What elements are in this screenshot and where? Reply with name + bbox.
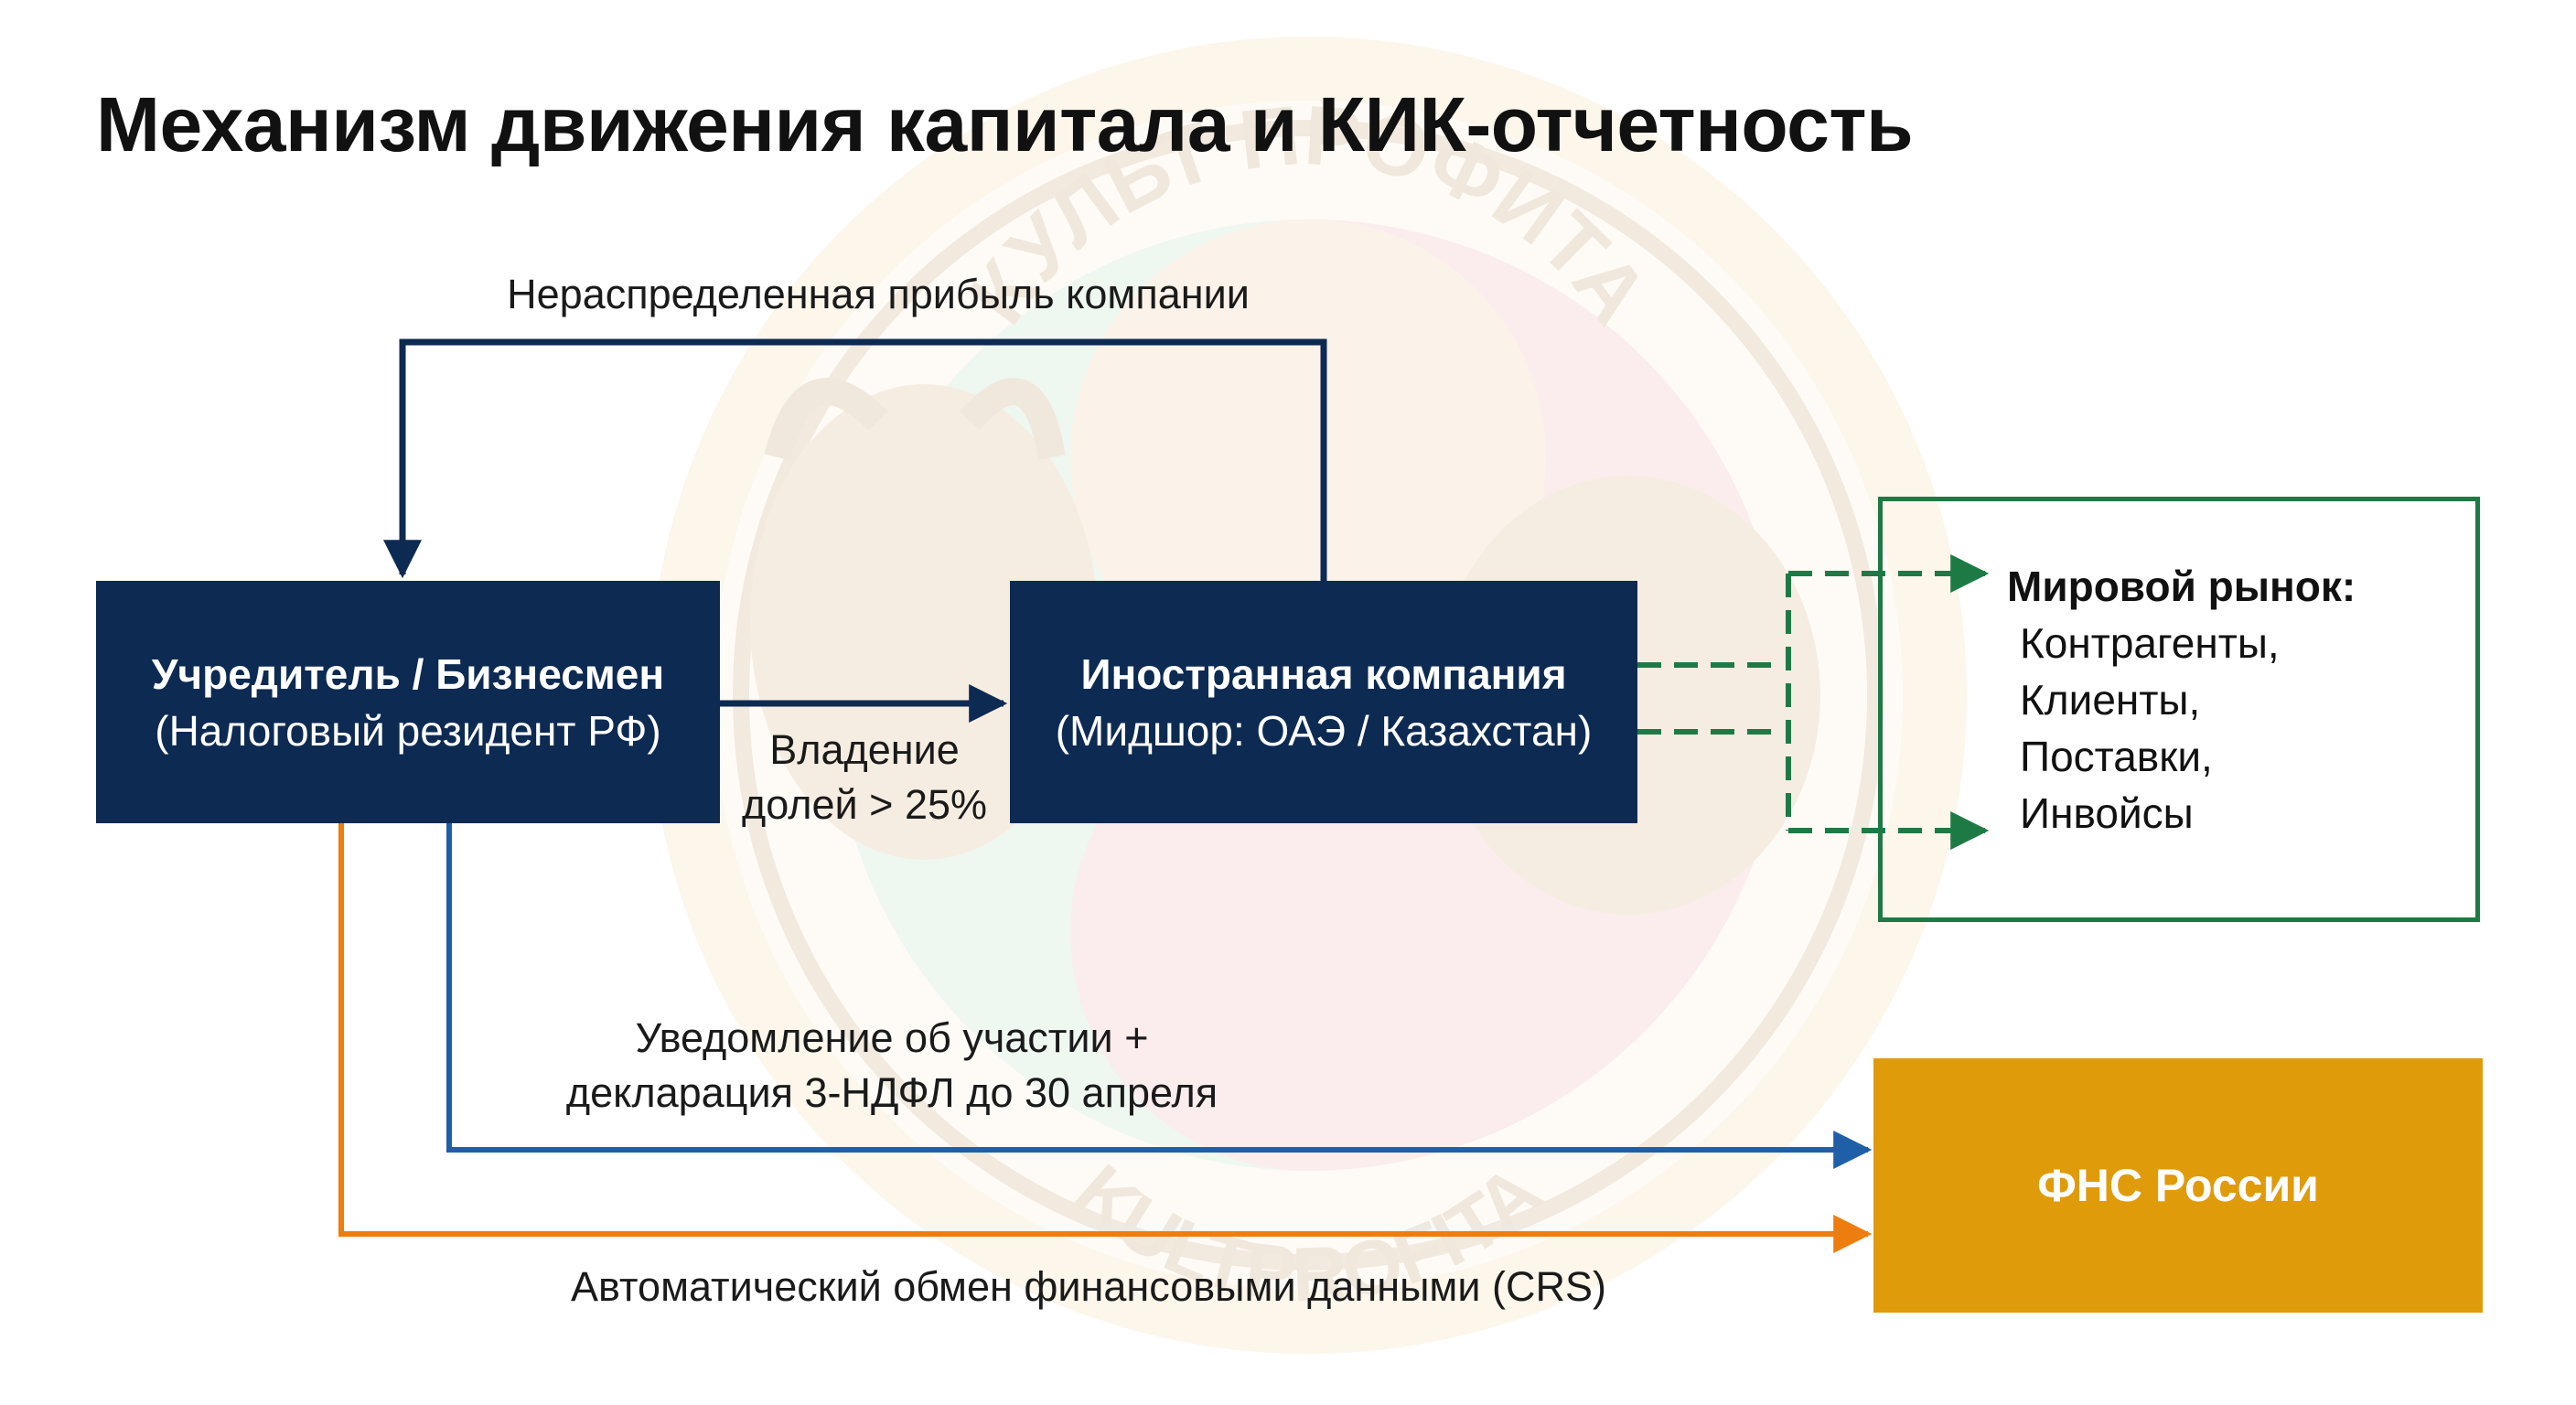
world-market-item: Контрагенты, bbox=[2020, 619, 2280, 667]
notification-label-line-1: Уведомление об участии + bbox=[635, 1014, 1149, 1061]
ownership-label-line-1: Владение bbox=[769, 726, 960, 773]
notification-label-line-2: декларация 3-НДФЛ до 30 апреля bbox=[565, 1069, 1218, 1116]
world-market-node: Мировой рынок: Контрагенты, Клиенты, Пос… bbox=[1878, 497, 2480, 922]
crs-arrow bbox=[338, 823, 1873, 1253]
foreign-company-title: Иностранная компания bbox=[1080, 649, 1567, 698]
ownership-label-line-2: долей > 25% bbox=[741, 781, 988, 828]
founder-subtitle: (Налоговый резидент РФ) bbox=[155, 706, 661, 755]
ownership-label: Владение долей > 25% bbox=[723, 723, 1006, 832]
foreign-company-subtitle: (Мидшор: ОАЭ / Казахстан) bbox=[1055, 706, 1593, 755]
page-title: Механизм движения капитала и КИК-отчетно… bbox=[96, 81, 1914, 167]
fns-title: ФНС России bbox=[2037, 1160, 2319, 1211]
fns-node: ФНС России bbox=[1873, 1058, 2483, 1313]
foreign-company-node: Иностранная компания (Мидшор: ОАЭ / Каза… bbox=[1010, 581, 1637, 823]
notification-arrow bbox=[446, 823, 1873, 1169]
world-market-item: Поставки, bbox=[2020, 733, 2213, 780]
retained-profit-arrow bbox=[383, 338, 1327, 581]
retained-profit-label: Нераспределенная прибыль компании bbox=[507, 271, 1250, 317]
world-market-title: Мировой рынок: bbox=[2007, 563, 2356, 610]
founder-title: Учредитель / Бизнесмен bbox=[151, 649, 665, 698]
crs-label: Автоматический обмен финансовыми данными… bbox=[571, 1263, 1606, 1310]
world-market-item: Инвойсы bbox=[2020, 789, 2194, 837]
founder-node: Учредитель / Бизнесмен (Налоговый резиде… bbox=[96, 581, 720, 823]
world-market-item: Клиенты, bbox=[2020, 676, 2201, 724]
notification-label: Уведомление об участии + декларация 3-НД… bbox=[467, 1011, 1317, 1121]
